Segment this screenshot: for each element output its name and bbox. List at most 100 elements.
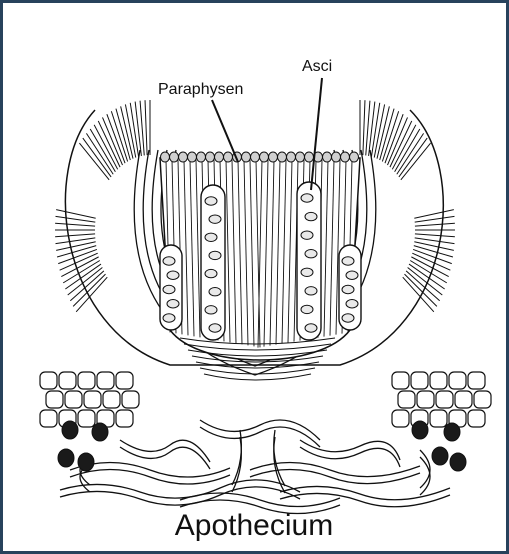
paraphysis-tip xyxy=(197,152,206,162)
tissue-cell xyxy=(417,391,434,408)
paraphysis-tip xyxy=(260,152,269,162)
paraphysis-tip xyxy=(170,152,179,162)
paraphysis-tip xyxy=(206,152,215,162)
ascospore xyxy=(301,305,313,313)
tissue-cell xyxy=(97,372,114,389)
hypha-pair xyxy=(280,486,450,499)
tissue-cell xyxy=(40,410,57,427)
subhymenium-line xyxy=(204,374,311,380)
hypha-pair xyxy=(274,430,285,486)
hypha-pair xyxy=(120,440,210,462)
tissue-cell xyxy=(65,391,82,408)
tissue-cell xyxy=(430,372,447,389)
tissue-cell xyxy=(392,372,409,389)
tissue-cell xyxy=(455,391,472,408)
ascospore xyxy=(305,250,317,258)
hypha-pair xyxy=(70,470,230,485)
ascospore xyxy=(305,287,317,295)
tissue-cell xyxy=(103,391,120,408)
tissue-cell xyxy=(78,372,95,389)
paraphysis-tip xyxy=(332,152,341,162)
paraphysis-tip xyxy=(296,152,305,162)
ascospore xyxy=(209,251,221,259)
paraphysis-tip xyxy=(242,152,251,162)
figure-title: Apothecium xyxy=(175,509,333,542)
paraphysis-tip xyxy=(350,152,359,162)
ascus xyxy=(201,185,225,340)
ascospore xyxy=(167,300,179,308)
tissue-cell xyxy=(78,410,95,427)
ascospore xyxy=(209,215,221,223)
ascospore xyxy=(205,197,217,205)
hypha-pair xyxy=(60,480,300,498)
ascospore xyxy=(205,233,217,241)
dark-cell xyxy=(58,449,74,467)
ascospore xyxy=(342,257,354,265)
tissue-cell xyxy=(468,410,485,427)
ascospore xyxy=(342,285,354,293)
paraphysis-tip xyxy=(287,152,296,162)
paraphysis-tip xyxy=(278,152,287,162)
hypha-pair xyxy=(200,420,320,440)
tissue-cell xyxy=(449,372,466,389)
ascospore xyxy=(346,300,358,308)
hypha-pair xyxy=(200,427,320,447)
ascospore xyxy=(346,271,358,279)
paraphysis-tip xyxy=(305,152,314,162)
paraphysis-tip xyxy=(341,152,350,162)
tissue-cell xyxy=(392,410,409,427)
ascospore xyxy=(209,324,221,332)
tissue-cell xyxy=(40,372,57,389)
tissue-cell xyxy=(468,372,485,389)
hypha-pair xyxy=(60,487,300,505)
hymenium-layer xyxy=(160,158,360,380)
ascospore xyxy=(167,271,179,279)
dark-cell xyxy=(444,423,460,441)
dark-cell xyxy=(450,453,466,471)
dark-cell xyxy=(412,421,428,439)
ascospore xyxy=(205,306,217,314)
paraphysis-tip xyxy=(224,152,233,162)
paraphysis-tip xyxy=(323,152,332,162)
tissue-cell xyxy=(46,391,63,408)
tissue-cell xyxy=(116,372,133,389)
ascospore xyxy=(163,285,175,293)
tissue-cell xyxy=(474,391,491,408)
ascospore xyxy=(163,314,175,322)
tissue-cell xyxy=(116,410,133,427)
ascospore xyxy=(305,212,317,220)
dark-cell xyxy=(92,423,108,441)
base-tissue xyxy=(40,372,491,471)
ascospore xyxy=(301,231,313,239)
tissue-cell xyxy=(430,410,447,427)
tissue-cell xyxy=(59,372,76,389)
ascospore xyxy=(301,268,313,276)
ascospore xyxy=(163,257,175,265)
ascospore xyxy=(301,194,313,202)
paraphysis-tip xyxy=(269,152,278,162)
hypha-pair xyxy=(180,493,340,507)
ascospore xyxy=(305,324,317,332)
dark-cell xyxy=(432,447,448,465)
dark-cell xyxy=(78,453,94,471)
label-paraphysen: Paraphysen xyxy=(158,81,243,98)
paraphysis-tip xyxy=(251,152,260,162)
ascospore xyxy=(205,269,217,277)
paraphysis-tip xyxy=(179,152,188,162)
tissue-cell xyxy=(436,391,453,408)
paraphysis-tip xyxy=(188,152,197,162)
substrate-hyphae xyxy=(60,420,450,514)
tissue-cell xyxy=(84,391,101,408)
ascospore xyxy=(209,288,221,296)
tissue-cell xyxy=(398,391,415,408)
tissue-cell xyxy=(122,391,139,408)
paraphysis-tip xyxy=(215,152,224,162)
label-asci: Asci xyxy=(302,58,332,75)
ascospore xyxy=(342,314,354,322)
ascus xyxy=(297,182,321,340)
tissue-cell xyxy=(411,372,428,389)
dark-cell xyxy=(62,421,78,439)
paraphysis-tip xyxy=(161,152,170,162)
subhymenium-line xyxy=(200,368,315,374)
